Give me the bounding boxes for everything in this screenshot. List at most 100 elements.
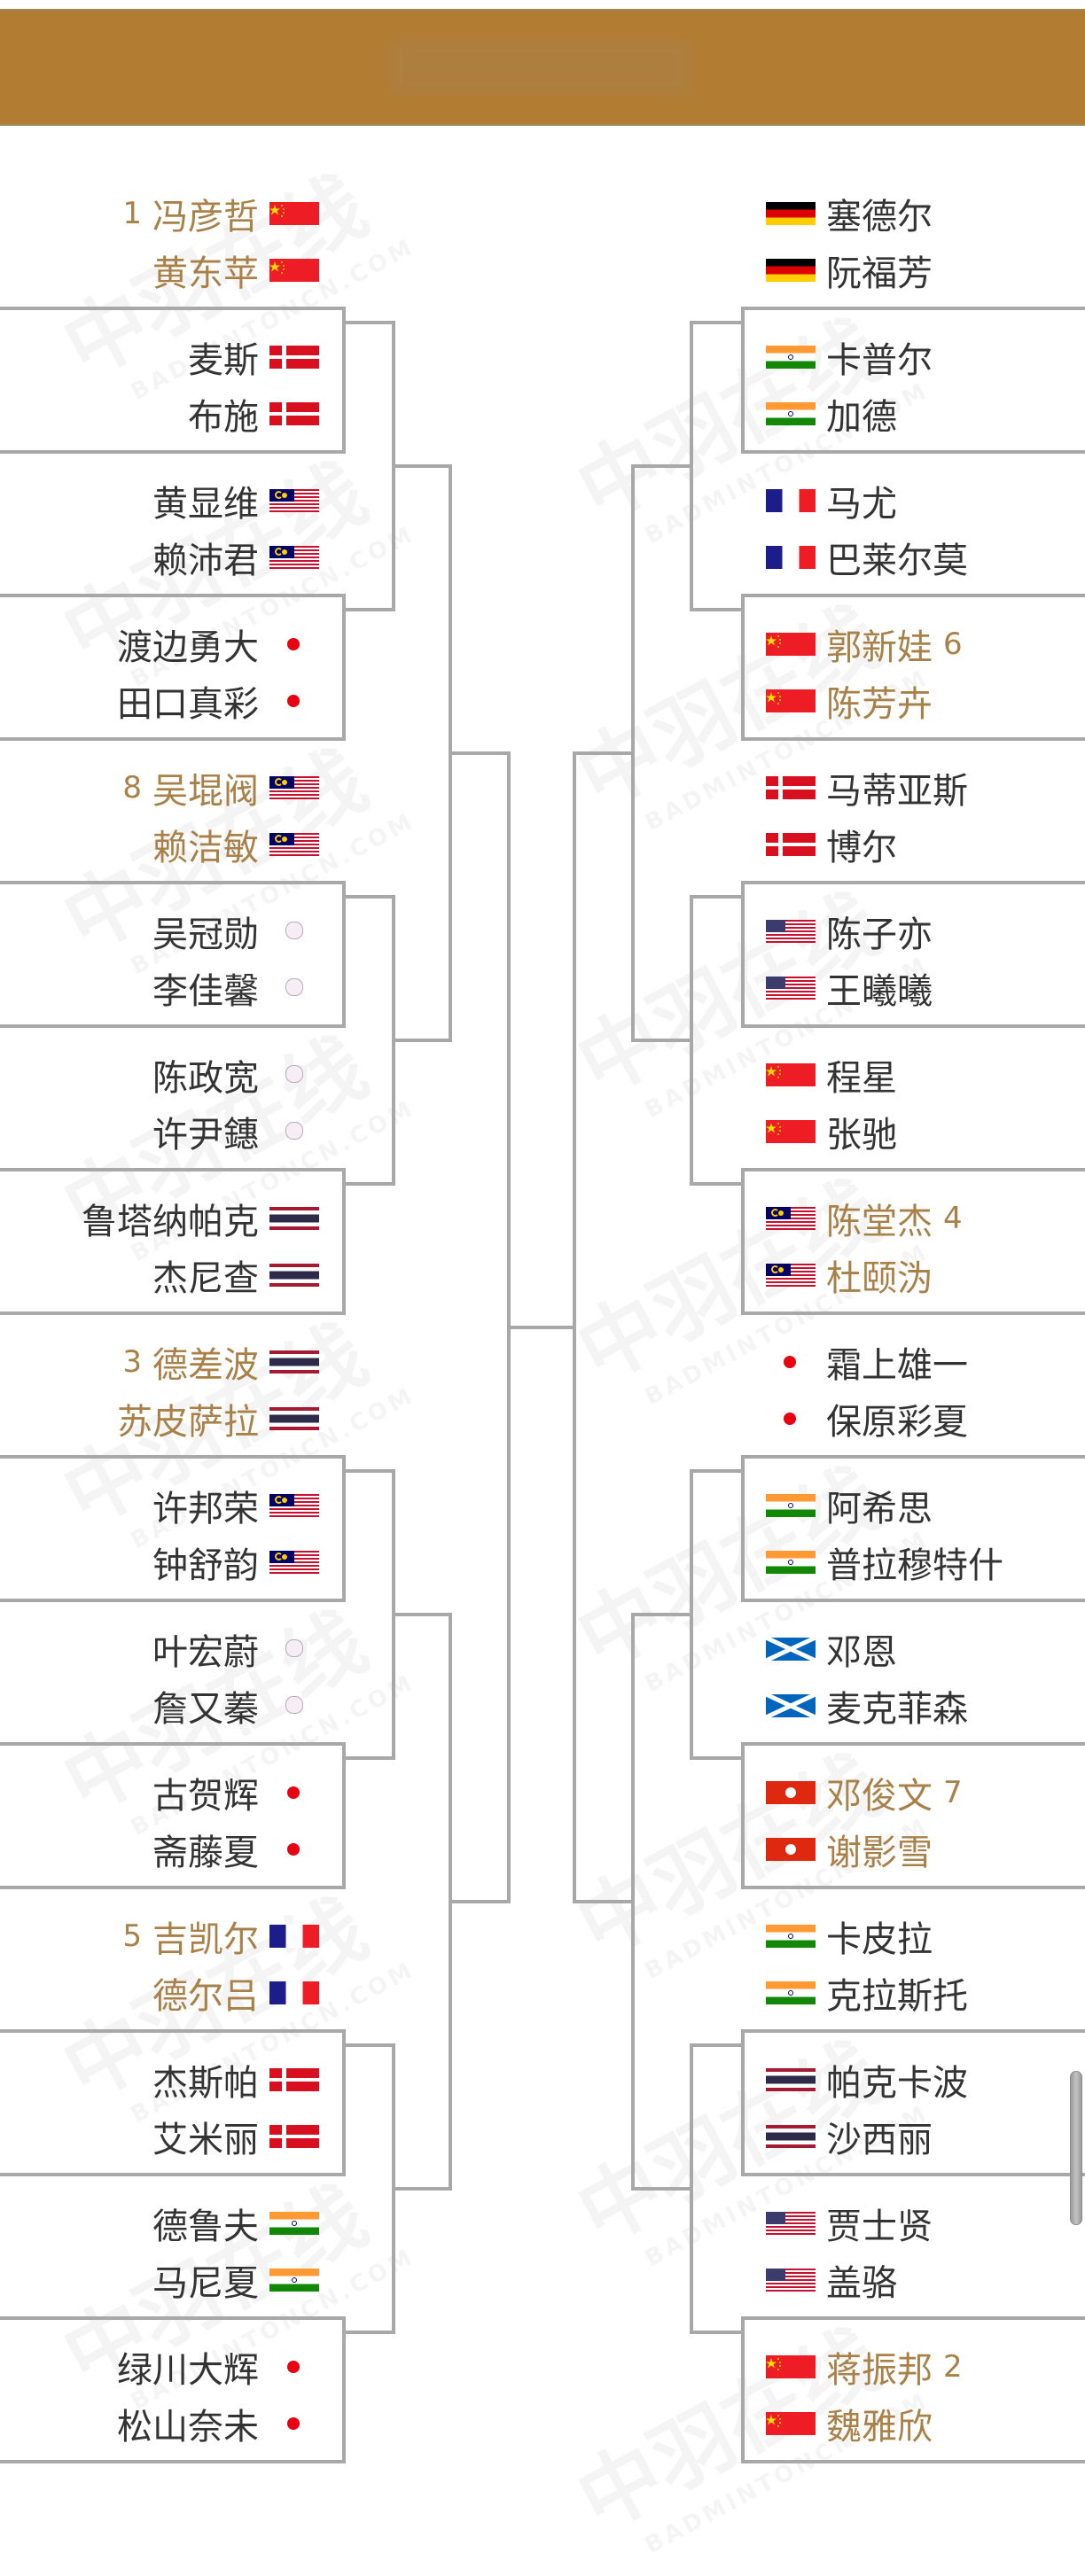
vertical-scrollbar[interactable] bbox=[1070, 2071, 1082, 2225]
player-entry[interactable]: 巴莱尔莫 bbox=[766, 533, 1067, 581]
player-entry[interactable]: 艾米丽 bbox=[0, 2113, 319, 2160]
player-entry[interactable]: 苏皮萨拉 bbox=[0, 1395, 319, 1443]
player-entry[interactable]: 杰斯帕 bbox=[0, 2056, 319, 2104]
player-entry[interactable]: 阿希思 bbox=[766, 1482, 1067, 1529]
thailand-flag-icon bbox=[766, 2125, 816, 2148]
player-entry[interactable]: 松山奈未 bbox=[0, 2400, 319, 2448]
player-entry[interactable]: 田口真彩 bbox=[0, 677, 319, 725]
player-entry[interactable]: 斋藤夏 bbox=[0, 1825, 319, 1873]
malaysia-flag-icon bbox=[269, 1494, 319, 1517]
player-entry[interactable]: 塞德尔 bbox=[766, 190, 1067, 237]
player-entry[interactable]: 麦克菲森 bbox=[766, 1682, 1067, 1730]
match-box[interactable] bbox=[0, 307, 346, 454]
match-box[interactable] bbox=[741, 307, 1085, 454]
player-entry[interactable]: 麦斯 bbox=[0, 333, 319, 381]
player-entry[interactable]: 许尹鏸 bbox=[0, 1108, 319, 1156]
player-entry[interactable]: 陈子亦 bbox=[766, 907, 1067, 955]
player-entry[interactable]: 张驰 bbox=[766, 1108, 1067, 1156]
player-entry[interactable]: 普拉穆特什 bbox=[766, 1538, 1067, 1586]
japan-flag-icon bbox=[269, 689, 319, 712]
player-entry[interactable]: 布施 bbox=[0, 390, 319, 438]
player-entry[interactable]: 李佳馨 bbox=[0, 964, 319, 1012]
player-entry[interactable]: 黄显维 bbox=[0, 477, 319, 525]
player-entry[interactable]: 卡普尔 bbox=[766, 333, 1067, 381]
player-entry[interactable]: 邓恩 bbox=[766, 1625, 1067, 1673]
player-entry[interactable]: 程星 bbox=[766, 1051, 1067, 1099]
player-entry[interactable]: 魏雅欣 bbox=[766, 2400, 1067, 2448]
match-box[interactable] bbox=[741, 1455, 1085, 1602]
player-entry[interactable]: 德鲁夫 bbox=[0, 2199, 319, 2247]
player-entry[interactable]: 杰尼查 bbox=[0, 1251, 319, 1299]
player-entry[interactable]: 马蒂亚斯 bbox=[766, 764, 1067, 812]
player-entry[interactable]: 渡边勇大 bbox=[0, 620, 319, 668]
japan-flag-icon bbox=[766, 1407, 816, 1430]
player-name: 加德 bbox=[826, 397, 897, 438]
player-name: 霜上雄一 bbox=[826, 1345, 968, 1386]
china-flag-icon bbox=[766, 2412, 816, 2435]
player-entry[interactable]: 克拉斯托 bbox=[766, 1969, 1067, 2017]
match-box[interactable] bbox=[0, 594, 346, 741]
player-name: 松山奈未 bbox=[117, 2407, 259, 2448]
japan-flag-icon bbox=[766, 1350, 816, 1374]
player-entry[interactable]: 赖洁敏 bbox=[0, 821, 319, 868]
player-entry[interactable]: 许邦荣 bbox=[0, 1482, 319, 1529]
malaysia-flag-icon bbox=[269, 776, 319, 799]
player-entry[interactable]: 阮福芳 bbox=[766, 246, 1067, 294]
player-name: 许尹鏸 bbox=[152, 1115, 259, 1156]
match-box[interactable] bbox=[0, 1455, 346, 1602]
match-box[interactable] bbox=[741, 594, 1085, 741]
player-entry[interactable]: 霜上雄一 bbox=[766, 1338, 1067, 1386]
match-box[interactable] bbox=[0, 1742, 346, 1889]
player-entry[interactable]: 马尼夏 bbox=[0, 2256, 319, 2304]
match-box[interactable] bbox=[741, 2316, 1085, 2463]
player-entry[interactable]: 王曦曦 bbox=[766, 964, 1067, 1012]
player-entry[interactable]: 保原彩夏 bbox=[766, 1395, 1067, 1443]
player-entry[interactable]: 詹又蓁 bbox=[0, 1682, 319, 1730]
player-entry[interactable]: 盖骆 bbox=[766, 2256, 1067, 2304]
player-name: 德鲁夫 bbox=[152, 2206, 259, 2247]
player-name: 陈政宽 bbox=[152, 1058, 259, 1099]
player-entry[interactable]: 博尔 bbox=[766, 821, 1067, 868]
player-entry[interactable]: 马尤 bbox=[766, 477, 1067, 525]
denmark-flag-icon bbox=[766, 776, 816, 799]
player-entry[interactable]: 帕克卡波 bbox=[766, 2056, 1067, 2104]
player-entry[interactable]: 吴冠勋 bbox=[0, 907, 319, 955]
player-entry[interactable]: 赖沛君 bbox=[0, 533, 319, 581]
match-box[interactable] bbox=[0, 2029, 346, 2176]
player-entry[interactable]: 谢影雪 bbox=[766, 1825, 1067, 1873]
match-box[interactable] bbox=[741, 881, 1085, 1028]
player-entry[interactable]: 叶宏蔚 bbox=[0, 1625, 319, 1673]
denmark-flag-icon bbox=[269, 402, 319, 425]
player-entry[interactable]: 陈政宽 bbox=[0, 1051, 319, 1099]
player-name: 鲁塔纳帕克 bbox=[82, 1202, 259, 1242]
player-entry[interactable]: 钟舒韵 bbox=[0, 1538, 319, 1586]
player-name: 贾士贤 bbox=[826, 2206, 933, 2247]
player-entry[interactable]: 贾士贤 bbox=[766, 2199, 1067, 2247]
player-entry[interactable]: 德尔吕 bbox=[0, 1969, 319, 2017]
player-entry[interactable]: 加德 bbox=[766, 390, 1067, 438]
match-box[interactable] bbox=[0, 1168, 346, 1315]
match-box[interactable] bbox=[741, 1742, 1085, 1889]
match-box[interactable] bbox=[0, 881, 346, 1028]
player-entry[interactable]: 卡皮拉 bbox=[766, 1912, 1067, 1960]
player-entry[interactable]: 杜颐沩 bbox=[766, 1251, 1067, 1299]
match-box[interactable] bbox=[0, 2316, 346, 2463]
player-entry[interactable]: 黄东苹 bbox=[0, 246, 319, 294]
match-box[interactable] bbox=[741, 1168, 1085, 1315]
player-entry[interactable]: 鲁塔纳帕克 bbox=[0, 1195, 319, 1242]
match-box[interactable] bbox=[741, 2029, 1085, 2176]
player-entry[interactable]: 古贺辉 bbox=[0, 1769, 319, 1817]
player-entry[interactable]: 绿川大辉 bbox=[0, 2343, 319, 2391]
player-entry[interactable]: 沙西丽 bbox=[766, 2113, 1067, 2160]
player-entry[interactable]: 陈芳卉 bbox=[766, 677, 1067, 725]
player-name: 黄东苹 bbox=[152, 253, 259, 294]
player-name: 阿希思 bbox=[826, 1489, 933, 1529]
